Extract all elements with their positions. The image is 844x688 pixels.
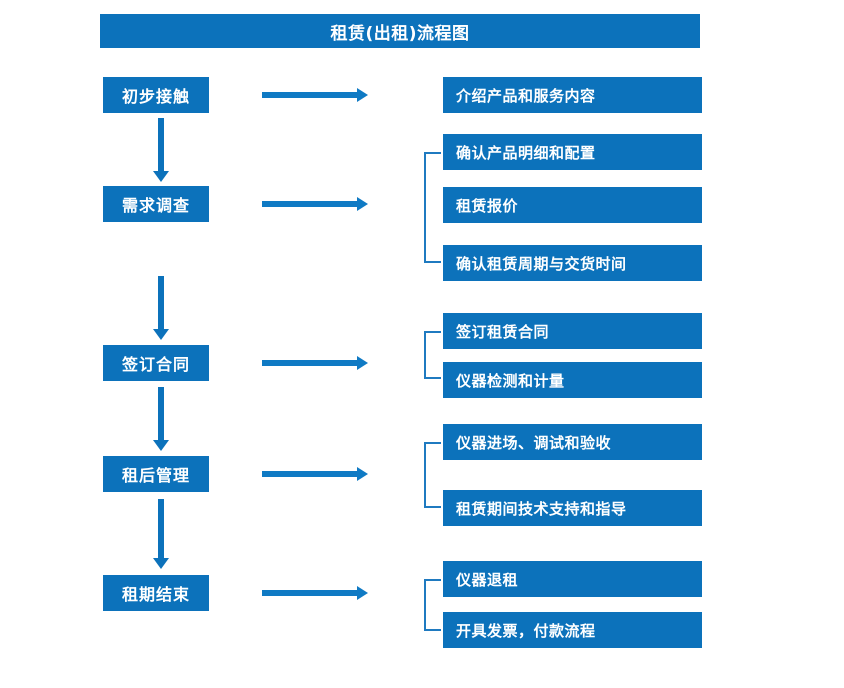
arrow-shaft	[158, 118, 164, 171]
stage-box-3[interactable]: 签订合同	[103, 345, 209, 381]
vertical-arrow-3	[153, 387, 169, 451]
stage-box-4[interactable]: 租后管理	[103, 456, 209, 492]
arrow-head-icon	[357, 467, 368, 481]
arrow-shaft	[262, 201, 358, 207]
horizontal-arrow-2	[262, 197, 368, 211]
vertical-arrow-2	[153, 276, 169, 340]
horizontal-arrow-4	[262, 467, 368, 481]
stage-box-2[interactable]: 需求调查	[103, 186, 209, 222]
detail-box-8[interactable]: 租赁期间技术支持和指导	[443, 490, 702, 526]
detail-box-3[interactable]: 租赁报价	[443, 187, 702, 223]
arrow-shaft	[262, 471, 358, 477]
arrow-shaft	[158, 499, 164, 558]
arrow-head-icon	[153, 171, 169, 182]
vertical-arrow-4	[153, 499, 169, 569]
arrow-shaft	[158, 387, 164, 440]
detail-box-4[interactable]: 确认租赁周期与交货时间	[443, 245, 702, 281]
arrow-shaft	[262, 590, 358, 596]
detail-box-7[interactable]: 仪器进场、调试和验收	[443, 424, 702, 460]
arrow-head-icon	[153, 558, 169, 569]
arrow-head-icon	[153, 440, 169, 451]
arrow-head-icon	[357, 197, 368, 211]
arrow-shaft	[262, 360, 358, 366]
page-title: 租赁(出租)流程图	[100, 14, 700, 48]
vertical-arrow-1	[153, 118, 169, 182]
stage-box-5[interactable]: 租期结束	[103, 575, 209, 611]
detail-box-6[interactable]: 仪器检测和计量	[443, 362, 702, 398]
horizontal-arrow-5	[262, 586, 368, 600]
detail-box-9[interactable]: 仪器退租	[443, 561, 702, 597]
arrow-shaft	[158, 276, 164, 329]
group-bracket-4	[424, 579, 441, 631]
detail-box-2[interactable]: 确认产品明细和配置	[443, 134, 702, 170]
arrow-head-icon	[153, 329, 169, 340]
stage-box-1[interactable]: 初步接触	[103, 77, 209, 113]
group-bracket-2	[424, 331, 441, 379]
detail-box-10[interactable]: 开具发票，付款流程	[443, 612, 702, 648]
arrow-shaft	[262, 92, 358, 98]
horizontal-arrow-1	[262, 88, 368, 102]
arrow-head-icon	[357, 88, 368, 102]
arrow-head-icon	[357, 356, 368, 370]
group-bracket-3	[424, 442, 441, 508]
group-bracket-1	[424, 152, 441, 263]
arrow-head-icon	[357, 586, 368, 600]
horizontal-arrow-3	[262, 356, 368, 370]
detail-box-5[interactable]: 签订租赁合同	[443, 313, 702, 349]
detail-box-1[interactable]: 介绍产品和服务内容	[443, 77, 702, 113]
